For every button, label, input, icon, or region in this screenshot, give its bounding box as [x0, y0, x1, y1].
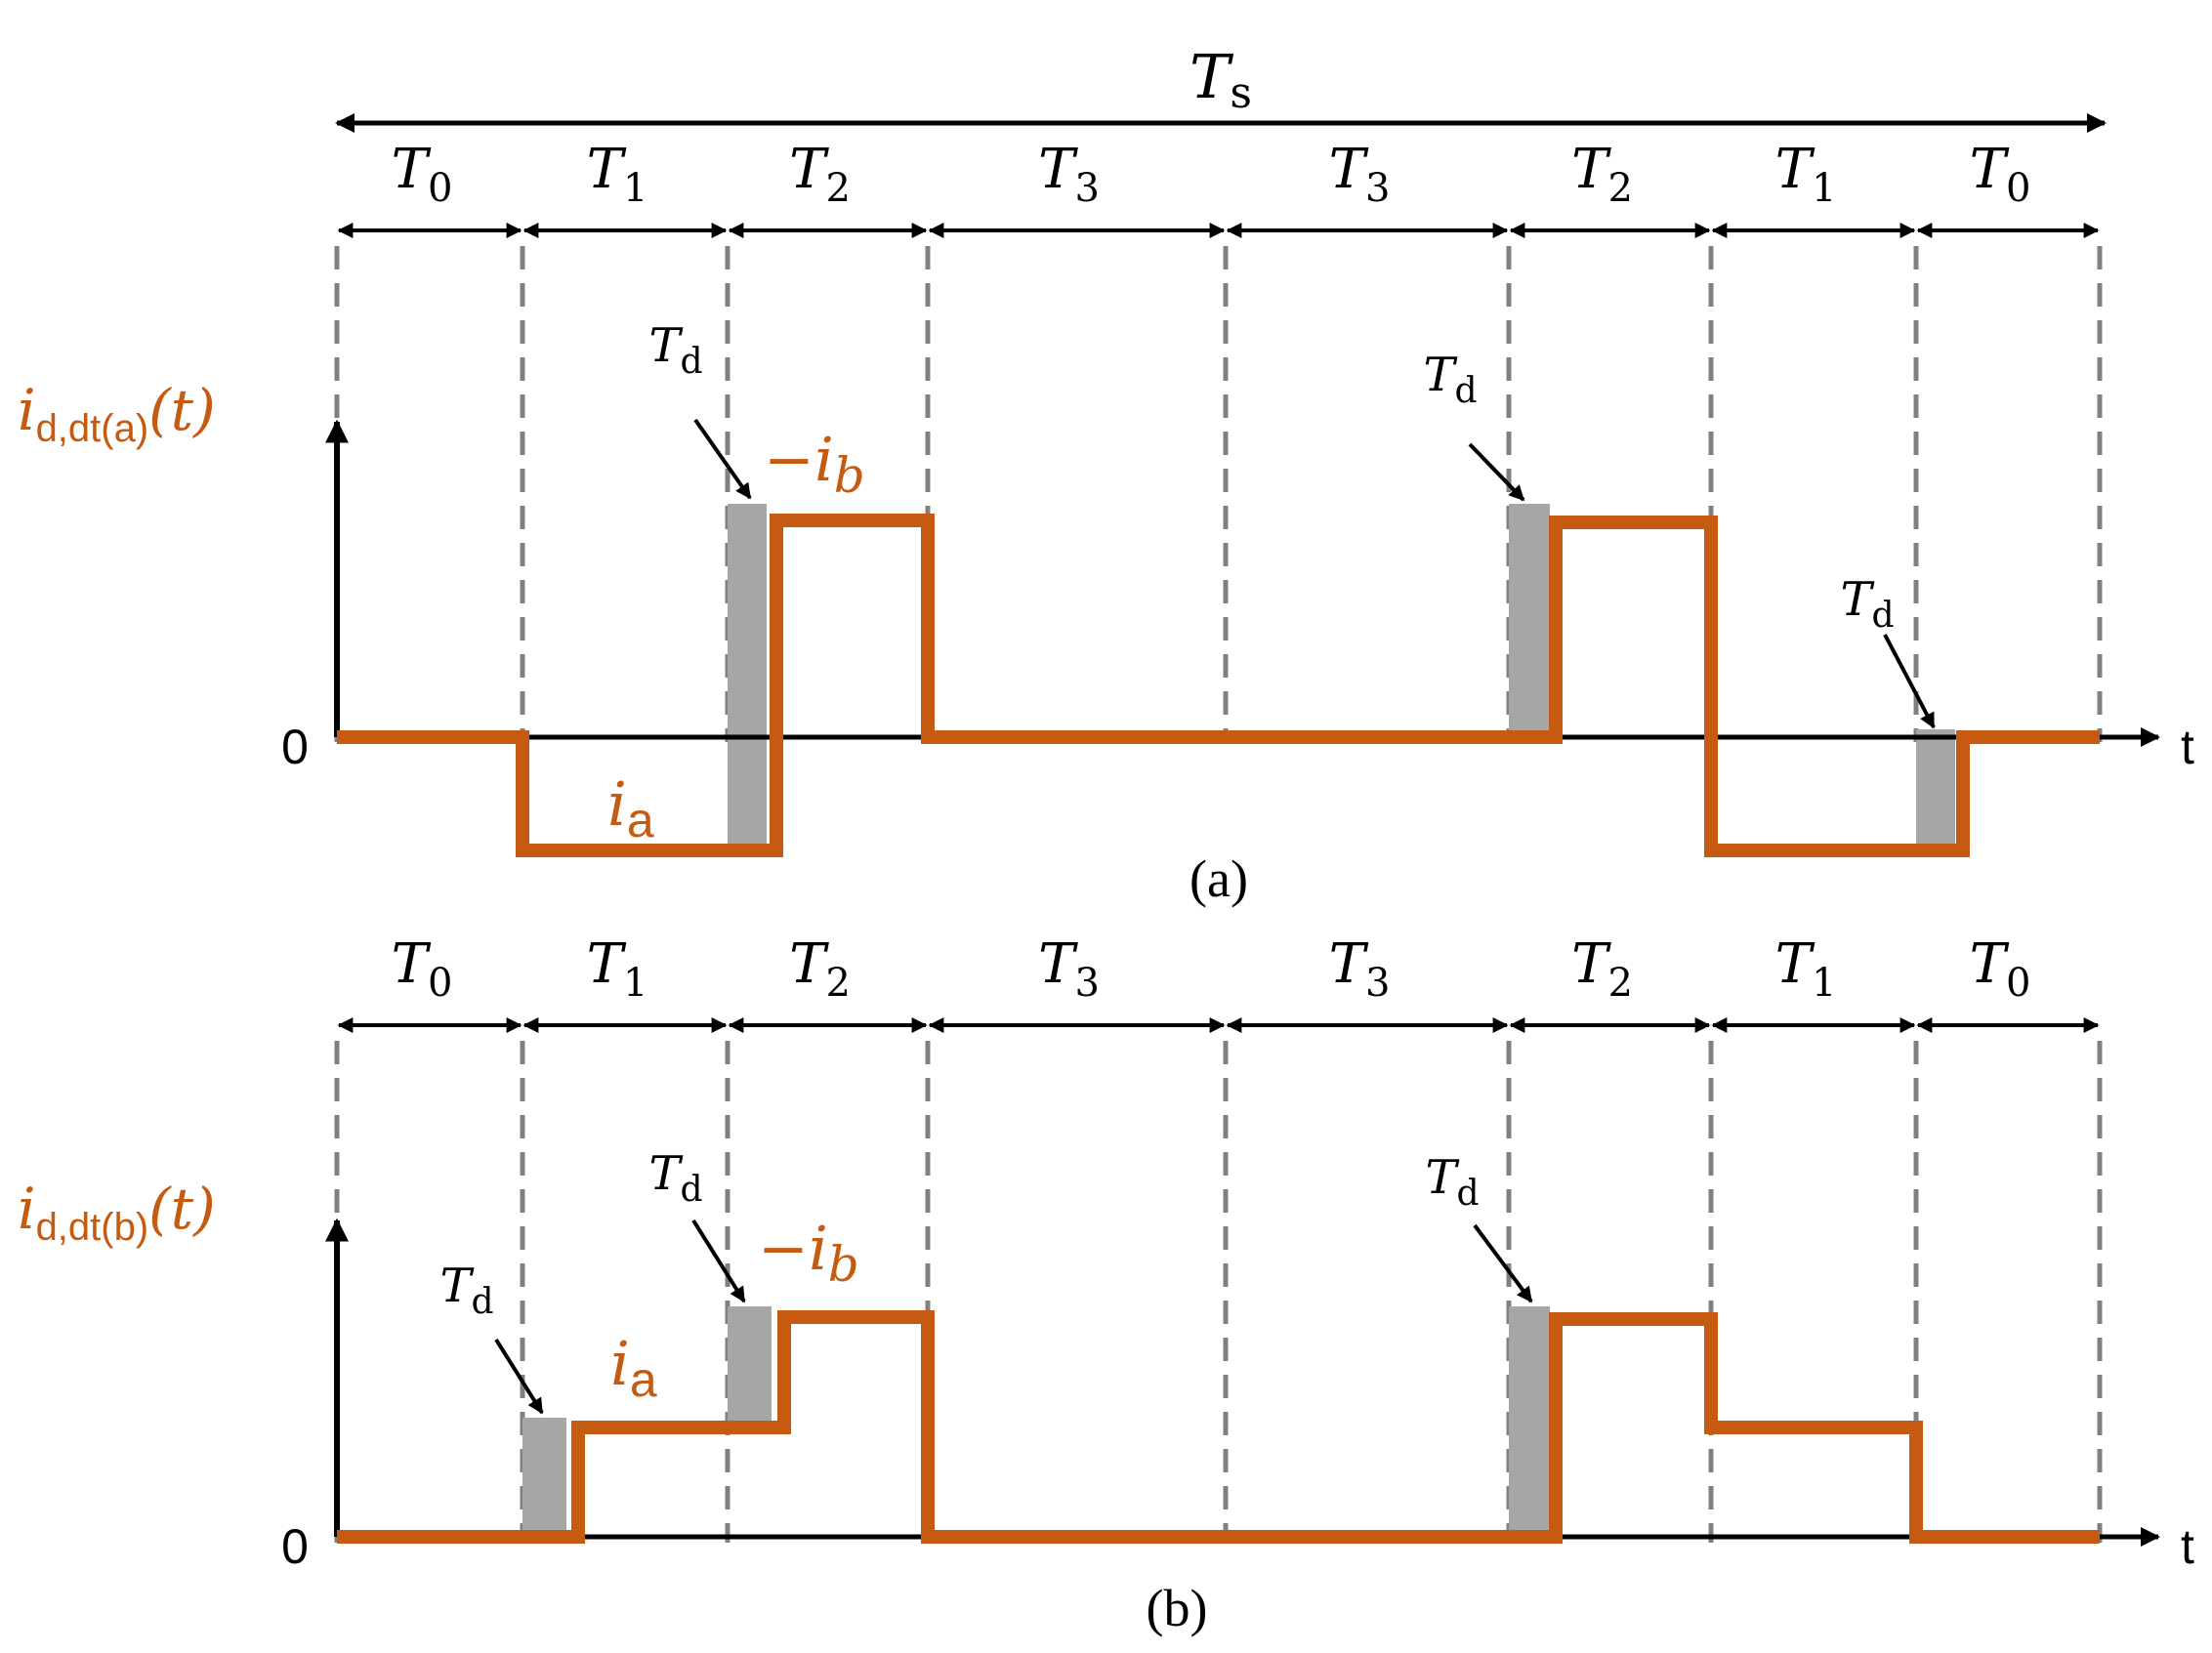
interval-label: T3 [1038, 932, 1100, 1006]
interval-label: T2 [1571, 932, 1633, 1006]
deadtime-shade [522, 1418, 566, 1535]
interval-label: T0 [1970, 138, 2031, 211]
interval-label: T1 [1775, 932, 1837, 1006]
deadtime-shading-b [522, 1306, 1550, 1535]
deadtime-pointer [494, 1338, 544, 1415]
interval-label: T0 [392, 932, 453, 1006]
deadtime-label: Td [1840, 572, 1894, 636]
deadtime-pointer [1473, 1223, 1533, 1303]
deadtime-shade [1509, 1306, 1550, 1533]
deadtime-shade [728, 1306, 772, 1428]
deadtime-pointer [693, 418, 752, 500]
interval-label: T2 [1571, 138, 1633, 211]
time-label-a: t [2181, 720, 2194, 774]
interval-label: T3 [1038, 138, 1100, 211]
interval-label: T1 [587, 932, 648, 1006]
current-label-ia-b: ia [610, 1328, 657, 1407]
zero-label-a: 0 [281, 720, 309, 774]
interval-label: T3 [1329, 138, 1391, 211]
waveform-a [337, 514, 2100, 857]
deadtime-shade [1916, 729, 1955, 844]
ylabel-a: id,dt(a)(t) [18, 377, 216, 450]
deadtime-label: Td [1425, 1150, 1479, 1214]
deadtime-pointer [1883, 634, 1936, 729]
time-label-b: t [2181, 1519, 2194, 1574]
interval-label: T2 [789, 138, 851, 211]
waveform-b [337, 1310, 2100, 1544]
interval-label: T0 [392, 138, 453, 211]
deadtime-label: Td [439, 1259, 493, 1322]
period-label: Ts [1189, 41, 1252, 118]
deadtime-label: Td [1423, 348, 1477, 411]
current-label-ib-a: −ib [764, 424, 865, 504]
interval-label: T1 [1775, 138, 1837, 211]
interval-header-a: T0 T1 T2 T3 T3 T2 T1 T0 [337, 138, 2100, 238]
deadtime-shade [728, 504, 767, 846]
interval-label: T1 [587, 138, 648, 211]
interval-label: T3 [1329, 932, 1391, 1006]
deadtime-pointer [1468, 442, 1525, 502]
deadtime-shading-a [728, 504, 1955, 846]
interval-header-b: T0 T1 T2 T3 T3 T2 T1 T0 [337, 932, 2100, 1033]
interval-label: T2 [789, 932, 851, 1006]
deadtime-label: Td [648, 318, 702, 382]
deadtime-label: Td [648, 1146, 702, 1210]
current-label-ib-b: −ib [758, 1213, 859, 1293]
period-arrow: Ts [335, 41, 2107, 133]
caption-a: (a) [1189, 849, 1248, 908]
zero-label-b: 0 [281, 1519, 309, 1574]
deadtime-pointer [691, 1219, 746, 1303]
current-label-ia-a: ia [607, 768, 654, 847]
caption-b: (b) [1147, 1579, 1208, 1637]
interval-label: T0 [1970, 932, 2031, 1006]
ylabel-b: id,dt(b)(t) [18, 1176, 216, 1249]
deadtime-shade [1509, 504, 1550, 738]
